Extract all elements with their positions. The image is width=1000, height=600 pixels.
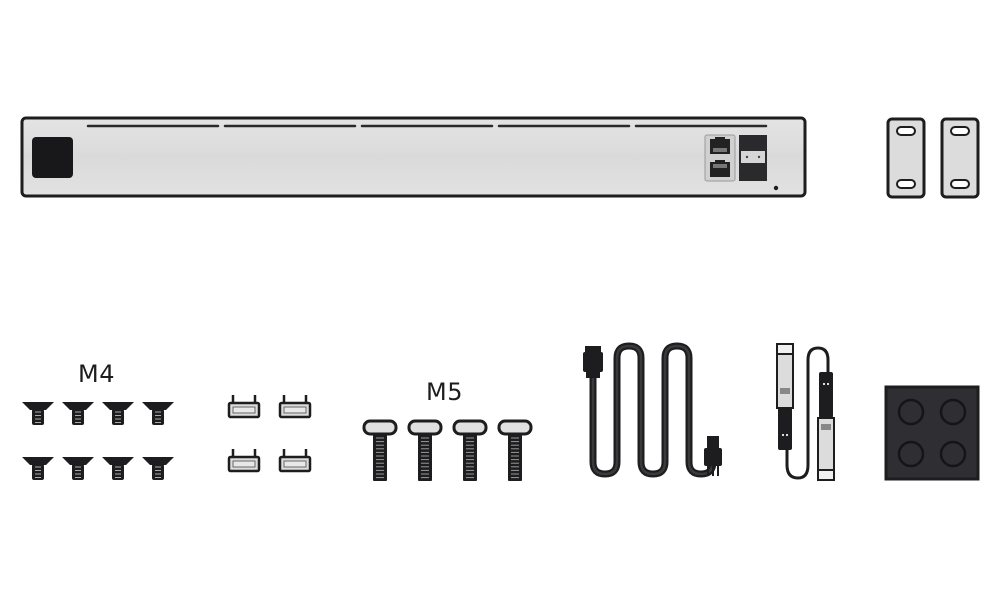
sfp-port-icon — [739, 135, 767, 181]
m4-screw — [62, 457, 94, 480]
rubber-foot — [939, 398, 967, 426]
sfp-module-icon — [776, 343, 794, 450]
sfp-module-icon — [817, 372, 835, 481]
rack-bracket — [886, 117, 926, 199]
switch-display — [32, 137, 73, 178]
rj45-port-group — [704, 134, 736, 182]
rj45-port-icon — [710, 137, 730, 154]
m4-screw — [22, 402, 54, 425]
rubber-foot — [897, 398, 925, 426]
m5-screw — [362, 419, 398, 481]
m4-screw — [142, 402, 174, 425]
plug-connector-icon — [704, 436, 722, 476]
cable-clip — [278, 395, 312, 419]
m4-screw — [102, 402, 134, 425]
rj45-port-icon — [710, 160, 730, 177]
reset-pinhole — [773, 185, 779, 191]
cable-clip — [227, 449, 261, 473]
m4-label: M4 — [78, 360, 115, 388]
switch-chassis — [20, 116, 807, 198]
cable-clip — [227, 395, 261, 419]
iec-connector-icon — [583, 346, 603, 378]
m5-screw — [497, 419, 533, 481]
rubber-foot — [939, 440, 967, 468]
rack-bracket — [940, 117, 980, 199]
m4-screw — [142, 457, 174, 480]
m4-screw — [62, 402, 94, 425]
m5-screw — [407, 419, 443, 481]
power-cord-cable-highlight — [591, 344, 715, 476]
m4-screw — [102, 457, 134, 480]
rubber-foot — [897, 440, 925, 468]
m5-label: M5 — [426, 378, 463, 406]
dac-cable-wire — [785, 346, 830, 480]
m5-screw — [452, 419, 488, 481]
cable-clip — [278, 449, 312, 473]
m4-screw — [22, 457, 54, 480]
